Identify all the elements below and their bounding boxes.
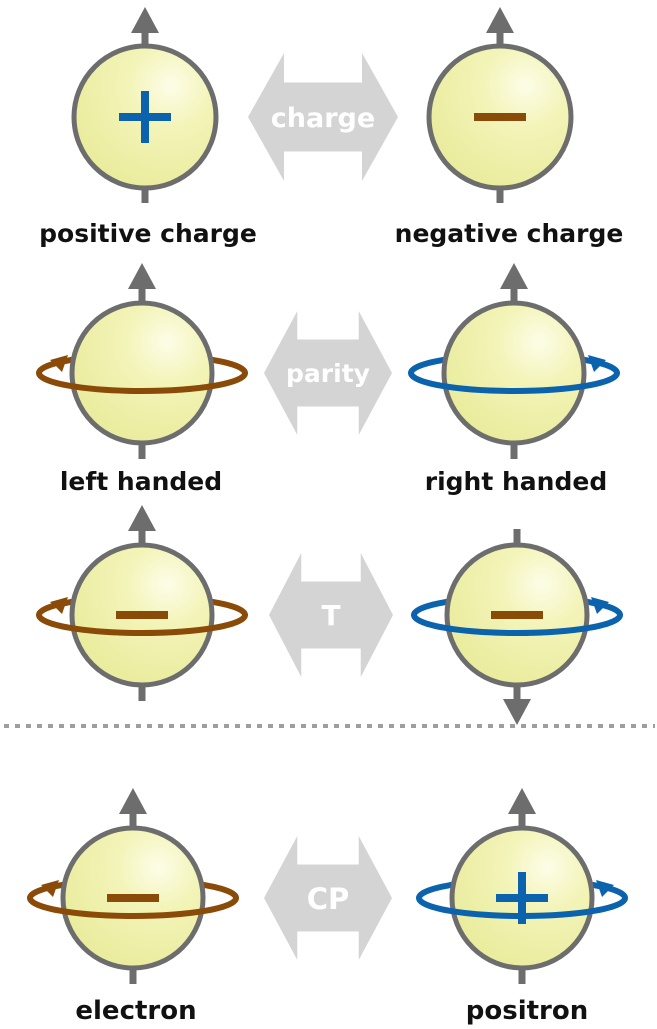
charge-arrow-label: charge bbox=[271, 103, 375, 134]
minus-sign-icon bbox=[474, 113, 526, 121]
minus-bar bbox=[491, 611, 543, 619]
minus-bar bbox=[107, 894, 159, 902]
minus-bar bbox=[116, 611, 168, 619]
ring-arrowhead bbox=[591, 597, 609, 614]
plus-sign-icon bbox=[496, 872, 548, 924]
axis-arrowhead-down bbox=[503, 699, 531, 725]
particle-right-handed bbox=[408, 263, 620, 459]
spin-ring-left-handed bbox=[27, 880, 239, 919]
particle-reversed-time bbox=[411, 529, 623, 725]
spin-ring-left-handed bbox=[36, 597, 248, 636]
particle-electron bbox=[27, 788, 239, 984]
particle-sphere bbox=[441, 300, 587, 446]
ring-front-arc bbox=[27, 897, 239, 919]
cp-arrow-label: CP bbox=[307, 882, 350, 916]
ring-arrowhead bbox=[596, 880, 614, 897]
caption-right-handed: right handed bbox=[425, 467, 607, 496]
double-arrow-shape bbox=[264, 311, 392, 435]
caption-positive-charge: positive charge bbox=[39, 219, 257, 248]
particle-left-handed bbox=[36, 263, 248, 459]
ring-arrowhead bbox=[41, 880, 59, 897]
double-arrow-shape bbox=[264, 836, 392, 960]
double-arrow-shape bbox=[248, 53, 398, 181]
axis-arrowhead-up bbox=[119, 788, 147, 814]
caption-negative-charge: negative charge bbox=[395, 219, 624, 248]
caption-electron: electron bbox=[75, 996, 196, 1026]
ring-front-arc bbox=[408, 372, 620, 394]
plus-bar-vertical bbox=[141, 91, 149, 143]
particle-positive bbox=[71, 7, 219, 203]
particle-sphere bbox=[69, 300, 215, 446]
axis-arrowhead-up bbox=[486, 7, 514, 33]
ring-front-arc bbox=[411, 614, 623, 636]
cp-double-arrow bbox=[264, 836, 392, 960]
minus-sign-icon bbox=[491, 611, 543, 619]
ring-front-arc bbox=[36, 372, 248, 394]
caption-left-handed: left handed bbox=[60, 467, 222, 496]
plus-sign-icon bbox=[119, 91, 171, 143]
parity-arrow-label: parity bbox=[286, 359, 370, 388]
row-time-reversal: T bbox=[36, 505, 623, 725]
caption-positron: positron bbox=[466, 996, 588, 1026]
minus-sign-icon bbox=[116, 611, 168, 619]
axis-arrowhead-up bbox=[131, 7, 159, 33]
row-cp: CP electron positron bbox=[27, 788, 628, 1026]
row-charge: charge positive charge negative charge bbox=[39, 7, 623, 248]
spin-ring-left-handed bbox=[36, 355, 248, 394]
particle-negative bbox=[426, 7, 574, 203]
axis-arrowhead-up bbox=[128, 505, 156, 531]
ring-arrowhead bbox=[50, 597, 68, 614]
minus-sign-icon bbox=[107, 894, 159, 902]
ring-arrowhead bbox=[50, 355, 68, 372]
spin-ring-right-handed bbox=[411, 597, 623, 636]
charge-double-arrow bbox=[248, 53, 398, 181]
axis-arrowhead-up bbox=[500, 263, 528, 289]
particle-positron bbox=[416, 788, 628, 984]
plus-bar-vertical bbox=[518, 872, 526, 924]
axis-arrowhead-up bbox=[128, 263, 156, 289]
time-reversal-double-arrow bbox=[269, 553, 393, 677]
double-arrow-shape bbox=[269, 553, 393, 677]
time-reversal-arrow-label: T bbox=[321, 599, 340, 632]
axis-arrowhead-up bbox=[508, 788, 536, 814]
row-parity: parity left handed right handed bbox=[36, 263, 620, 496]
ring-arrowhead bbox=[588, 355, 606, 372]
parity-double-arrow bbox=[264, 311, 392, 435]
particle-forward-time bbox=[36, 505, 248, 701]
ring-front-arc bbox=[36, 614, 248, 636]
spin-ring-right-handed bbox=[408, 355, 620, 394]
minus-bar bbox=[474, 113, 526, 121]
